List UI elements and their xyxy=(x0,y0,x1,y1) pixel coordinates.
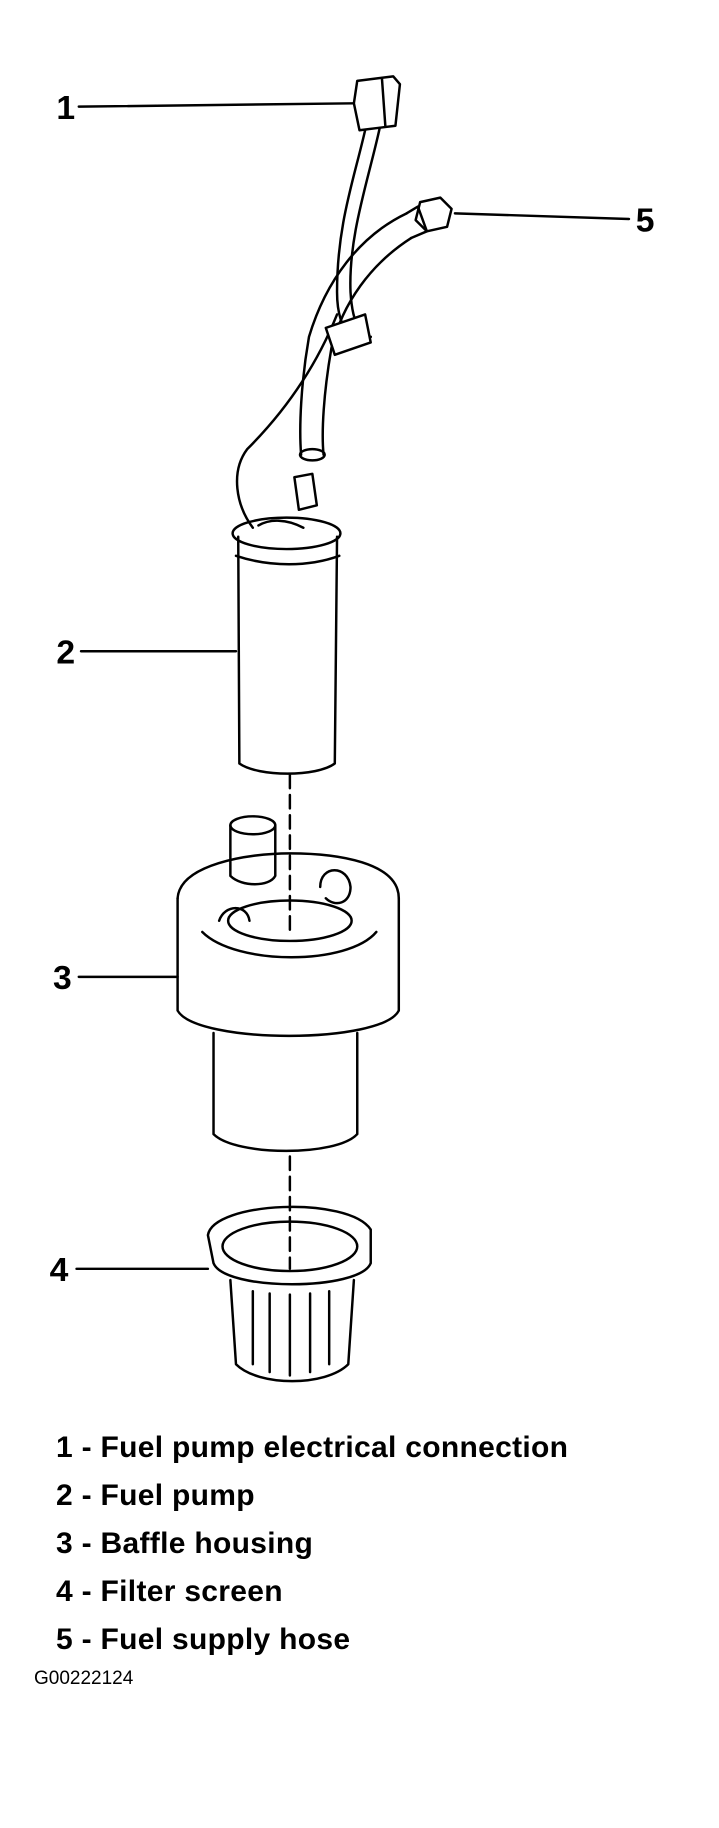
legend-item-2: 2 - Fuel pump xyxy=(56,1479,255,1512)
parts-legend: 1 - Fuel pump electrical connection 2 - … xyxy=(56,1424,568,1664)
legend-item-3: 3 - Baffle housing xyxy=(56,1527,314,1560)
callout-4: 4 xyxy=(50,1252,69,1289)
electrical-connector xyxy=(235,75,402,529)
filter-screen xyxy=(206,1205,372,1383)
leader-line-1 xyxy=(77,102,357,108)
legend-item-4: 4 - Filter screen xyxy=(56,1575,283,1608)
baffle-housing xyxy=(176,815,401,1153)
callout-1: 1 xyxy=(56,90,75,127)
fuel-supply-hose xyxy=(298,196,453,462)
leader-line-5 xyxy=(453,212,631,221)
fuel-pump xyxy=(231,472,342,775)
callout-5: 5 xyxy=(636,202,655,239)
callout-2: 2 xyxy=(56,635,75,672)
legend-item-1: 1 - Fuel pump electrical connection xyxy=(56,1431,569,1464)
legend-item-5: 5 - Fuel supply hose xyxy=(56,1623,351,1656)
figure-id: G00222124 xyxy=(34,1668,134,1689)
callout-3: 3 xyxy=(53,960,72,997)
